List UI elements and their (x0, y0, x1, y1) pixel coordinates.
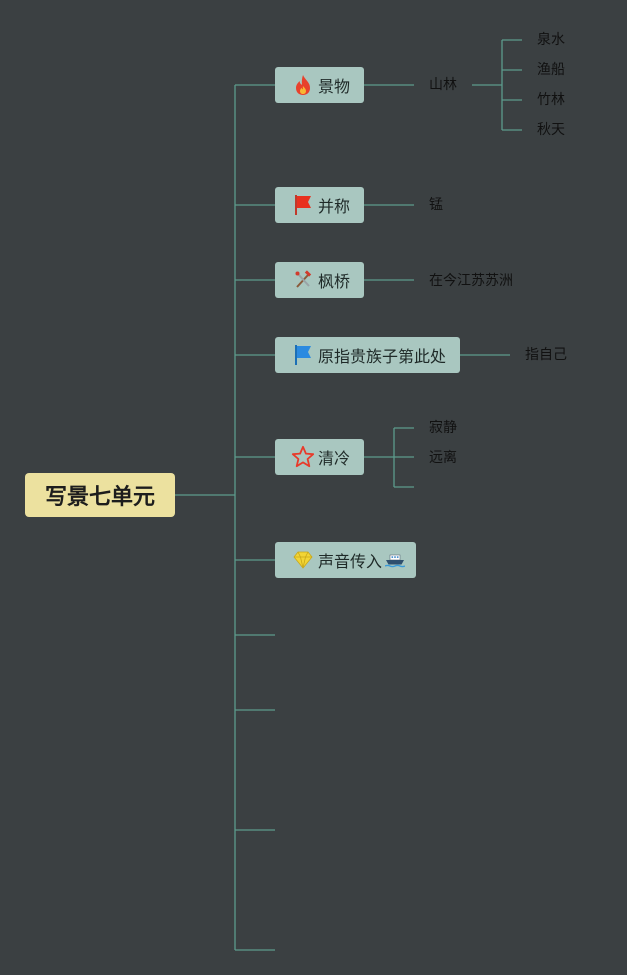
ship-icon (383, 548, 407, 572)
red-flag-icon (291, 193, 315, 217)
blue-flag-icon (291, 343, 315, 367)
node-meng[interactable]: 锰 (429, 197, 443, 213)
fire-icon (291, 73, 315, 97)
topic-label: 并称 (318, 197, 351, 216)
topic-bingcheng[interactable]: 并称 (275, 187, 364, 223)
star-outline-icon (291, 445, 315, 469)
node-zaijin[interactable]: 在今江苏苏洲 (429, 273, 513, 289)
root-node[interactable]: 写景七单元 (25, 473, 175, 517)
topic-shengyin[interactable]: 声音传入 (275, 542, 416, 578)
topic-label: 枫桥 (318, 272, 351, 291)
topic-qingleng[interactable]: 清冷 (275, 439, 364, 475)
node-qiutian[interactable]: 秋天 (537, 122, 565, 138)
root-label: 写景七单元 (44, 485, 155, 510)
node-yuanli[interactable]: 远离 (429, 450, 457, 466)
topic-label: 原指贵族子第此处 (318, 347, 447, 366)
node-shanlin[interactable]: 山林 (429, 77, 457, 93)
gem-icon (291, 548, 315, 572)
node-zhiziji[interactable]: 指自己 (525, 347, 567, 363)
topic-fengqiao[interactable]: 枫桥 (275, 262, 364, 298)
topic-yuanzhi[interactable]: 原指贵族子第此处 (275, 337, 460, 373)
topic-label: 景物 (318, 77, 351, 96)
topic-label: 声音传入 (318, 552, 383, 571)
tools-icon (291, 268, 315, 292)
node-zhulin[interactable]: 竹林 (537, 92, 565, 108)
node-quanshui[interactable]: 泉水 (537, 32, 565, 48)
node-jijing[interactable]: 寂静 (429, 420, 457, 436)
topic-jingwu[interactable]: 景物 (275, 67, 364, 103)
topic-label: 清冷 (318, 449, 351, 468)
node-yuchuan[interactable]: 渔船 (537, 62, 565, 78)
